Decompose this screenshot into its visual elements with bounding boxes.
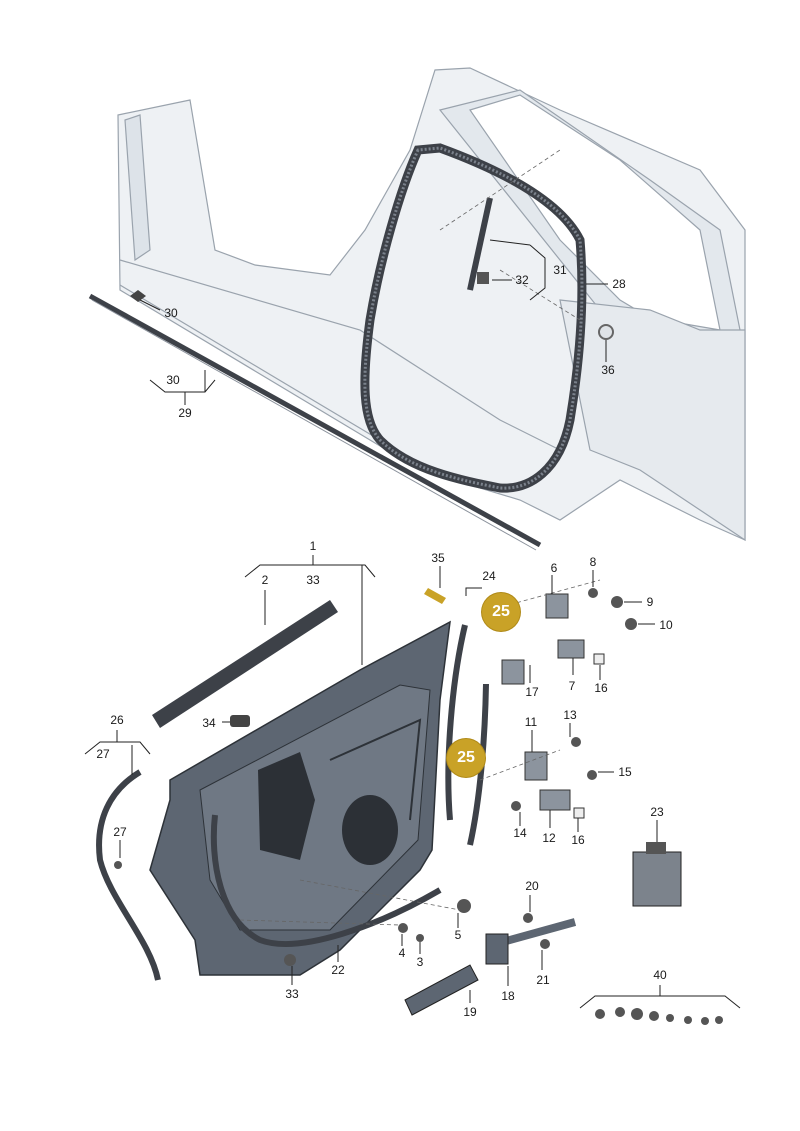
- grommet-36: [598, 324, 614, 340]
- label-23: 23: [650, 805, 664, 819]
- label-29: 29: [178, 406, 192, 420]
- door-edge-seal: [96, 769, 161, 981]
- clip-32: [477, 272, 489, 284]
- door-shell: [149, 620, 451, 976]
- label-20: 20: [525, 879, 539, 893]
- label-10: 10: [659, 618, 673, 632]
- callout-badge-25-lower: 25: [447, 739, 485, 777]
- label-12: 12: [542, 831, 556, 845]
- label-2: 2: [261, 573, 269, 587]
- label-3: 3: [416, 955, 424, 969]
- label-27-upper: 27: [96, 747, 110, 761]
- label-27-lower: 27: [113, 825, 127, 839]
- label-40: 40: [653, 968, 667, 982]
- vertical-seal-24: [445, 624, 468, 821]
- label-1: 1: [309, 539, 317, 553]
- label-30-clip: 30: [164, 306, 178, 320]
- door-seal: [210, 814, 442, 947]
- label-5: 5: [454, 928, 462, 942]
- hinge-upper: [501, 593, 605, 685]
- label-17: 17: [525, 685, 539, 699]
- label-9: 9: [646, 595, 654, 609]
- label-28: 28: [612, 277, 626, 291]
- sill-trim-strip: [88, 293, 542, 548]
- label-33-bottom: 33: [285, 987, 299, 1001]
- hinge-lower: [524, 751, 585, 819]
- check-strap-housing: [485, 933, 509, 965]
- window-seal-strip: [152, 600, 338, 728]
- label-35: 35: [431, 551, 445, 565]
- label-36: 36: [601, 363, 615, 377]
- buffer-34: [230, 715, 250, 727]
- label-6: 6: [550, 561, 558, 575]
- label-31: 31: [553, 263, 567, 277]
- label-32: 32: [515, 273, 529, 287]
- label-19: 19: [463, 1005, 477, 1019]
- label-16-lower: 16: [571, 833, 585, 847]
- label-7: 7: [568, 679, 576, 693]
- pillar-trim-strip: [467, 197, 493, 291]
- clip-30: [130, 290, 146, 302]
- label-15: 15: [618, 765, 632, 779]
- label-33-top: 33: [306, 573, 320, 587]
- label-14: 14: [513, 826, 527, 840]
- label-22: 22: [331, 963, 345, 977]
- label-11: 11: [524, 715, 538, 729]
- label-4: 4: [398, 946, 406, 960]
- callout-badge-25-upper: 25: [482, 593, 520, 631]
- label-13: 13: [563, 708, 577, 722]
- bolt-35: [424, 588, 446, 604]
- dashed-guide-lines: [239, 149, 601, 926]
- label-34: 34: [202, 716, 216, 730]
- screw-set-40: [595, 1007, 723, 1025]
- label-16-upper: 16: [594, 681, 608, 695]
- leader-lines: [84, 239, 741, 1009]
- label-30-group: 30: [166, 373, 180, 387]
- label-26: 26: [110, 713, 124, 727]
- adhesive-container-23: [632, 842, 682, 907]
- bolts: [114, 588, 637, 966]
- label-21: 21: [536, 973, 550, 987]
- label-8: 8: [589, 555, 597, 569]
- wiring-conduit-19: [404, 964, 479, 1016]
- label-24: 24: [482, 569, 496, 583]
- label-18: 18: [501, 989, 515, 1003]
